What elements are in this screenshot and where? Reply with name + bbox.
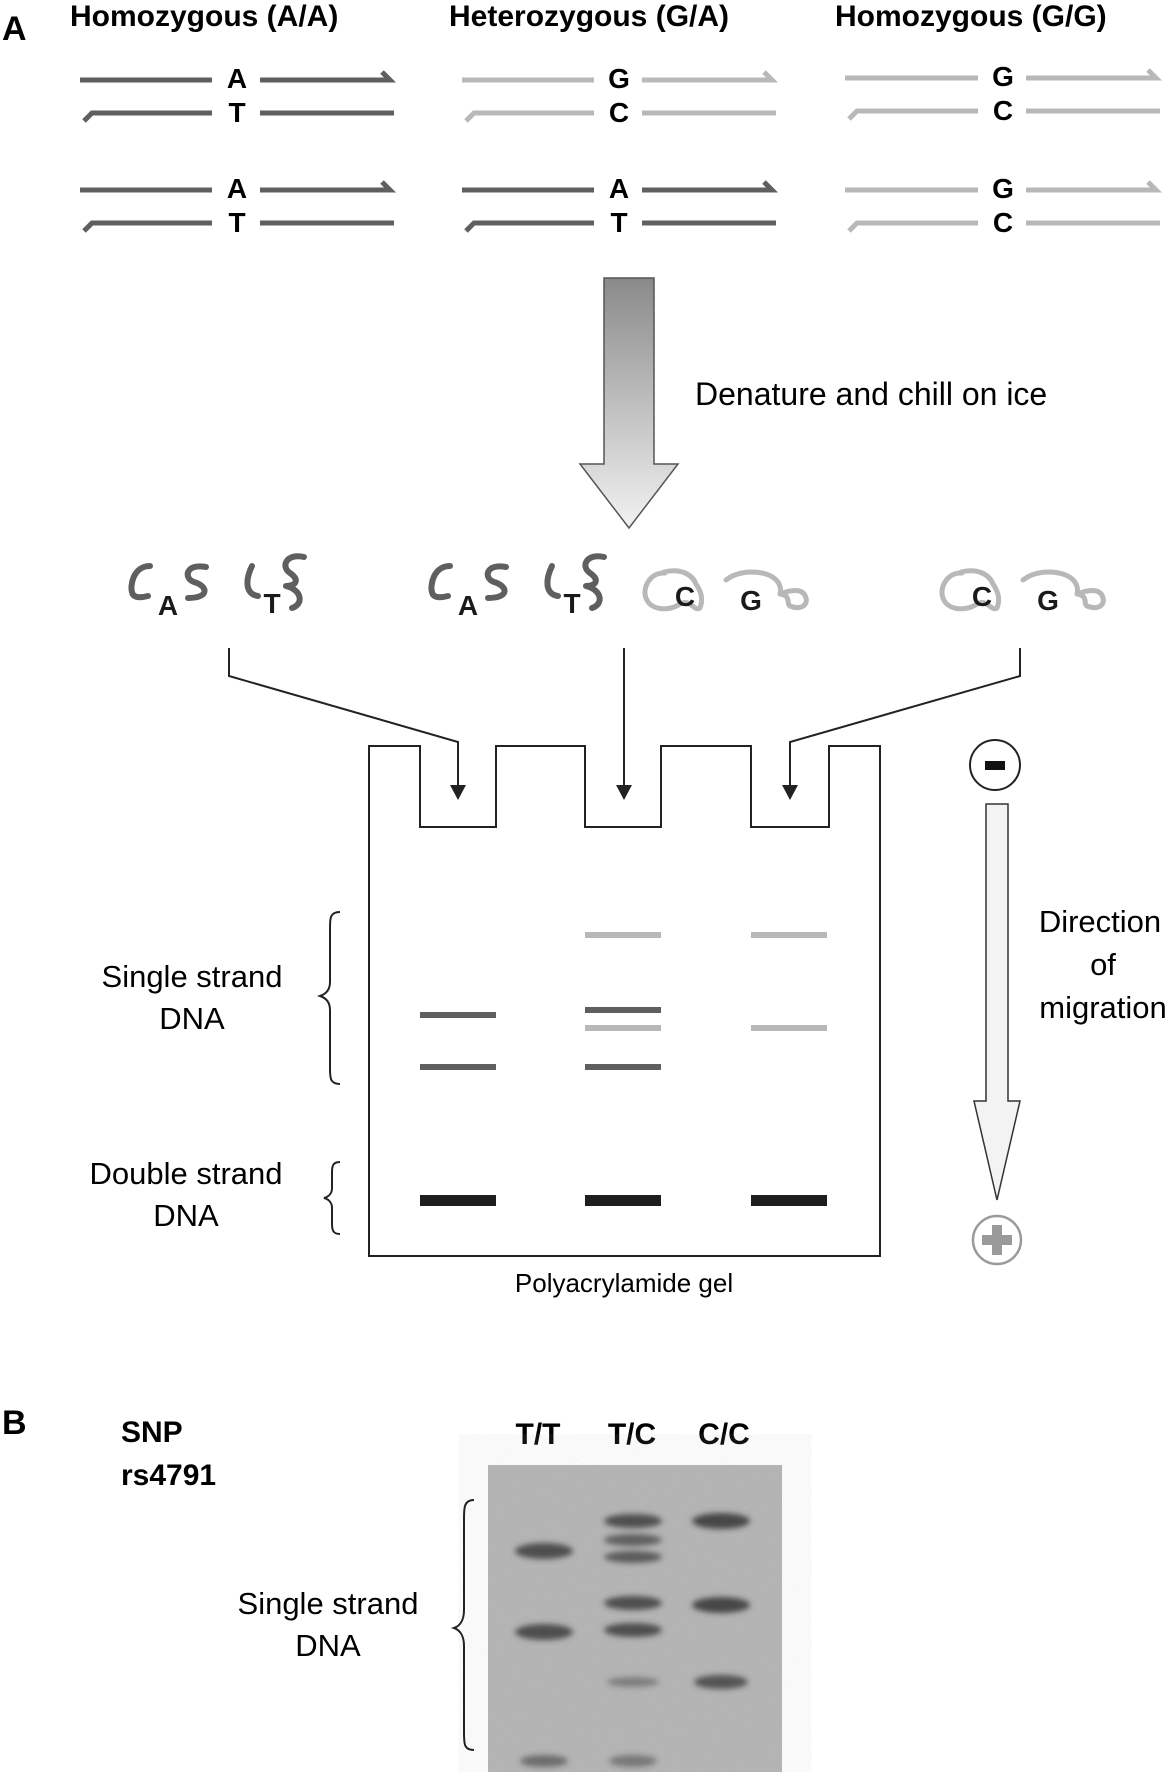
duplex-aa-1: A T <box>80 63 397 128</box>
panel-a-label: A <box>2 10 27 48</box>
genotype-title-aa: Homozygous (A/A) <box>70 0 338 33</box>
conformer-letter: A <box>458 590 478 621</box>
panel-b-label: B <box>2 1404 27 1442</box>
loading-arrowheads <box>450 785 798 800</box>
lane-label-cc: C/C <box>698 1418 750 1451</box>
denature-label: Denature and chill on ice <box>695 376 1047 412</box>
duplex-ga-1: G C <box>462 63 779 128</box>
lane-label-tt: T/T <box>516 1418 561 1451</box>
migration-label-line3: migration <box>1039 990 1167 1025</box>
plus-electrode: + <box>971 1214 1023 1266</box>
lane-label-tc: T/C <box>608 1418 656 1451</box>
migration-arrow <box>973 803 1021 1201</box>
gel-bands <box>420 932 827 1206</box>
single-strand-brace <box>316 911 341 1085</box>
base-top: A <box>227 63 247 94</box>
gel-caption: Polyacrylamide gel <box>515 1268 733 1298</box>
base-bottom: T <box>610 207 627 238</box>
conformer-letter: G <box>740 585 762 616</box>
single-strand-label-line1: Single strand <box>102 959 283 994</box>
duplex-aa-2: A T <box>80 173 397 238</box>
snp-label-line1: SNP <box>121 1416 183 1449</box>
base-bottom: C <box>609 97 629 128</box>
conformer-letter: T <box>263 588 280 619</box>
genotype-title-gg: Homozygous (G/G) <box>835 0 1107 33</box>
conformers-gg: C G <box>939 568 1106 616</box>
single-strand-label-b-line2: DNA <box>295 1628 361 1663</box>
conformer-letter: A <box>158 590 178 621</box>
single-strand-brace-b <box>450 1499 475 1751</box>
conformer-letter: G <box>1037 585 1059 616</box>
migration-label-line2: of <box>1090 947 1116 982</box>
conformer-letter: C <box>675 581 695 612</box>
base-bottom: C <box>993 207 1013 238</box>
denature-arrow <box>578 277 680 530</box>
base-top: A <box>609 173 629 204</box>
migration-label-line1: Direction <box>1039 904 1161 939</box>
double-strand-label-line1: Double strand <box>89 1156 282 1191</box>
duplex-ga-2: A T <box>462 173 779 238</box>
conformer-letter: C <box>972 581 992 612</box>
duplex-gg-2: G C <box>845 173 1163 238</box>
base-top: A <box>227 173 247 204</box>
conformer-letter: T <box>563 588 580 619</box>
minus-electrode: − <box>969 739 1021 791</box>
double-strand-brace <box>323 1161 341 1235</box>
loading-arrows <box>228 648 1021 786</box>
base-bottom: C <box>993 95 1013 126</box>
base-bottom: T <box>228 97 245 128</box>
single-strand-label-b-line1: Single strand <box>238 1586 419 1621</box>
conformers-ga: A T C G <box>428 553 809 621</box>
single-strand-label-line2: DNA <box>159 1001 225 1036</box>
duplex-gg-1: G C <box>845 61 1163 126</box>
base-top: G <box>608 63 630 94</box>
double-strand-label-line2: DNA <box>153 1198 219 1233</box>
gel-photo <box>488 1465 782 1772</box>
snp-label-line2: rs4791 <box>121 1459 216 1492</box>
conformers-aa: A T <box>128 553 307 621</box>
base-bottom: T <box>228 207 245 238</box>
photo-bands <box>515 1513 750 1767</box>
polyacrylamide-gel <box>368 745 881 1257</box>
base-top: G <box>992 173 1014 204</box>
genotype-title-ga: Heterozygous (G/A) <box>449 0 729 33</box>
base-top: G <box>992 61 1014 92</box>
